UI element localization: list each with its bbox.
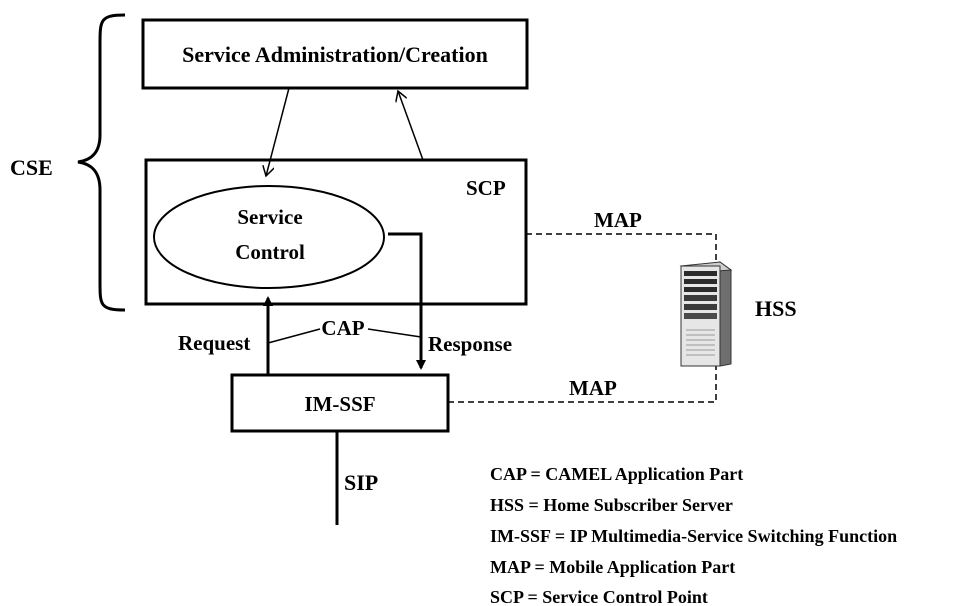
- legend-item: IM-SSF = IP Multimedia-Service Switching…: [490, 526, 897, 546]
- cap-link-left: [267, 328, 321, 344]
- imssf-box: [230, 373, 450, 433]
- legend-item: SCP = Service Control Point: [490, 587, 708, 606]
- cap-link-right: [367, 328, 422, 338]
- service-admin-label: Service Administration/Creation: [182, 42, 488, 67]
- hss-label: HSS: [755, 296, 797, 321]
- map-link-imssf: [448, 365, 717, 403]
- cse-brace: [77, 13, 126, 312]
- response-arrow: [388, 232, 426, 370]
- service-control-ellipse: [153, 185, 385, 289]
- admin-to-control-arrow: [266, 87, 290, 176]
- legend: CAP = CAMEL Application Part HSS = Home …: [490, 464, 897, 606]
- hss-server-icon: [679, 261, 733, 367]
- imssf-label: IM-SSF: [304, 392, 375, 416]
- legend-item: MAP = Mobile Application Part: [490, 557, 735, 577]
- map-bottom-label: MAP: [569, 376, 617, 400]
- sip-label: SIP: [344, 470, 378, 495]
- map-top-label: MAP: [594, 208, 642, 232]
- cap-label: CAP: [321, 316, 364, 340]
- cse-label: CSE: [10, 155, 53, 180]
- legend-item: HSS = Home Subscriber Server: [490, 495, 733, 515]
- legend-item: CAP = CAMEL Application Part: [490, 464, 743, 484]
- scp-to-admin-arrow: [398, 91, 424, 161]
- map-link-scp: [526, 233, 717, 262]
- service-admin-box: [141, 18, 529, 90]
- response-label: Response: [428, 332, 512, 356]
- service-control-line1: Service: [237, 205, 302, 229]
- scp-label: SCP: [466, 176, 506, 200]
- request-label: Request: [178, 331, 250, 355]
- service-control-line2: Control: [235, 240, 305, 264]
